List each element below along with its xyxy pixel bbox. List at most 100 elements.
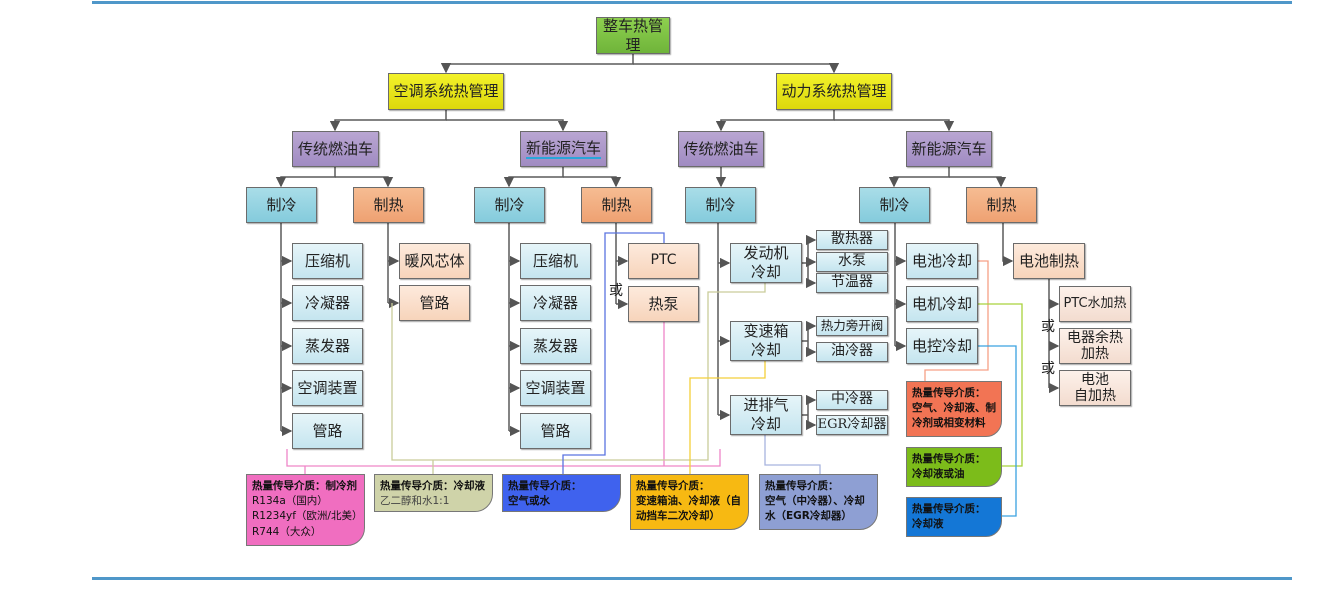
ac-ice-cool-item: 蒸发器 [292,328,363,364]
note-line: 空气、冷却液、制 [912,402,996,415]
label: 制冷 [494,195,525,214]
label: 水泵 [838,253,866,270]
label: 空调装置 [525,378,586,397]
pipe-refrigerant [286,449,721,474]
root-label: 整车热管理 [602,16,663,54]
label-line1: 发动机 [743,244,789,263]
node-pw-nev-heat: 制热 [966,187,1037,223]
label: 压缩机 [532,251,578,270]
note-battery: 热量传导介质： 空气、冷却液、制 冷剂或相变材料 [906,381,1002,437]
node-ac-ice-label: 传统燃油车 [297,139,373,158]
note-title: 热量传导介质： [636,480,710,492]
ac-nev-cool-item: 蒸发器 [520,328,591,364]
pipe-intake [764,435,821,474]
ac-nev-cool-item: 压缩机 [520,243,591,279]
label: 暖风芯体 [404,251,465,270]
tree-arrow [715,110,835,132]
heat-option-waste-heat: 电器余热加热 [1059,328,1131,364]
ac-ice-heat-item: 管路 [399,285,470,321]
heat-option-self-heating: 电池自加热 [1059,370,1131,406]
tree-arrow [633,62,840,74]
tree-arrow [446,119,569,132]
intake-exhaust-cooling: 进排气冷却 [730,395,802,435]
tree-arrow [888,167,950,188]
tree-line [802,400,809,425]
ac-nev-heat-ptc: PTC [628,243,699,279]
label: 管路 [312,421,343,440]
label: 蒸发器 [532,336,578,355]
tree-line [802,326,809,352]
note-line: 动挡车二次冷却） [636,510,720,523]
note-title: 热量传导介质： [912,503,986,515]
node-ac-ice-cool: 制冷 [246,187,317,223]
motor-cooling: 电机冷却 [906,286,978,322]
pipe-air-water [562,232,665,474]
engine-item: 节温器 [816,273,888,293]
tree-arrow [335,176,394,188]
or-label: 或 [1041,319,1055,335]
note-title: 热量传导介质：冷却液 [380,480,485,492]
label: 中冷器 [831,391,873,408]
label: 电机冷却 [911,294,972,313]
label: 节温器 [831,274,873,291]
label: 制冷 [879,195,910,214]
note-gearbox: 热量传导介质： 变速箱油、冷却液（自 动挡车二次冷却） [630,474,749,530]
label-line1: 变速箱 [743,322,789,341]
label: 电池冷却 [911,251,972,270]
label: 管路 [419,293,450,312]
ac-nev-cool-item: 冷凝器 [520,285,591,321]
engine-item: 散热器 [816,230,888,250]
note-line: 冷却液或油 [912,468,965,481]
top-rule [92,1,1292,4]
note-intake: 热量传导介质： 空气（中冷器）、冷却 水（EGR冷却器） [759,474,878,530]
label: 冷凝器 [304,293,350,312]
controller-cooling: 电控冷却 [906,328,978,364]
tree-arrow [329,110,447,132]
note-line: 乙二醇和水1:1 [380,495,450,508]
or-label: 或 [1041,361,1055,377]
note-air-water: 热量传导介质： 空气或水 [502,474,621,512]
pipe-gearbox [689,361,766,474]
label: 制冷 [266,195,297,214]
label-line2: 自加热 [1074,388,1116,404]
note-title: 热量传导介质： [912,387,986,399]
label: 制热 [601,195,632,214]
label-line2: 冷却 [750,415,781,433]
battery-cooling: 电池冷却 [906,243,978,279]
ac-ice-cool-item: 冷凝器 [292,285,363,321]
intake-item: EGR冷却器 [816,415,888,435]
label: 散热器 [831,231,873,248]
node-ac-nev-cool: 制冷 [474,187,545,223]
pipe-battery [924,260,989,381]
heat-option-ptc: PTC水加热 [1059,286,1131,322]
note-controller: 热量传导介质： 冷却液 [906,497,1002,537]
label: PTC水加热 [1063,295,1127,311]
intake-item: 中冷器 [816,390,888,410]
node-pw-ice-label: 传统燃油车 [683,139,759,158]
pipe-coolant [391,283,766,474]
bottom-rule [92,577,1292,580]
note-line: R1234yf（欧洲/北美） [252,510,363,523]
tree-arrow [440,54,634,74]
ac-ice-cool-item: 管路 [292,413,363,449]
note-line: 空气或水 [508,495,550,508]
node-ac-nev: 新能源汽车 [520,131,607,167]
node-power-thermal: 动力系统热管理 [776,73,892,110]
note-motor: 热量传导介质： 冷却液或油 [906,447,1002,487]
label: 压缩机 [304,251,350,270]
node-pw-nev-label: 新能源汽车 [911,139,987,158]
note-line: 冷剂或相变材料 [912,417,986,430]
note-title: 热量传导介质：制冷剂 [252,480,357,492]
label: EGR冷却器 [817,416,887,432]
tree-arrow [949,176,1007,188]
tree-arrow [275,167,336,188]
label-line1: 电池 [1081,371,1109,388]
label-line1: 进排气 [743,396,789,415]
note-line: R134a（国内） [252,495,328,508]
label-line2: 加热 [1081,346,1109,362]
ac-ice-cool-item: 空调装置 [292,370,363,406]
note-coolant: 热量传导介质：冷却液 乙二醇和水1:1 [374,474,493,512]
tree-arrow [563,176,622,188]
label: 热泵 [648,294,679,313]
